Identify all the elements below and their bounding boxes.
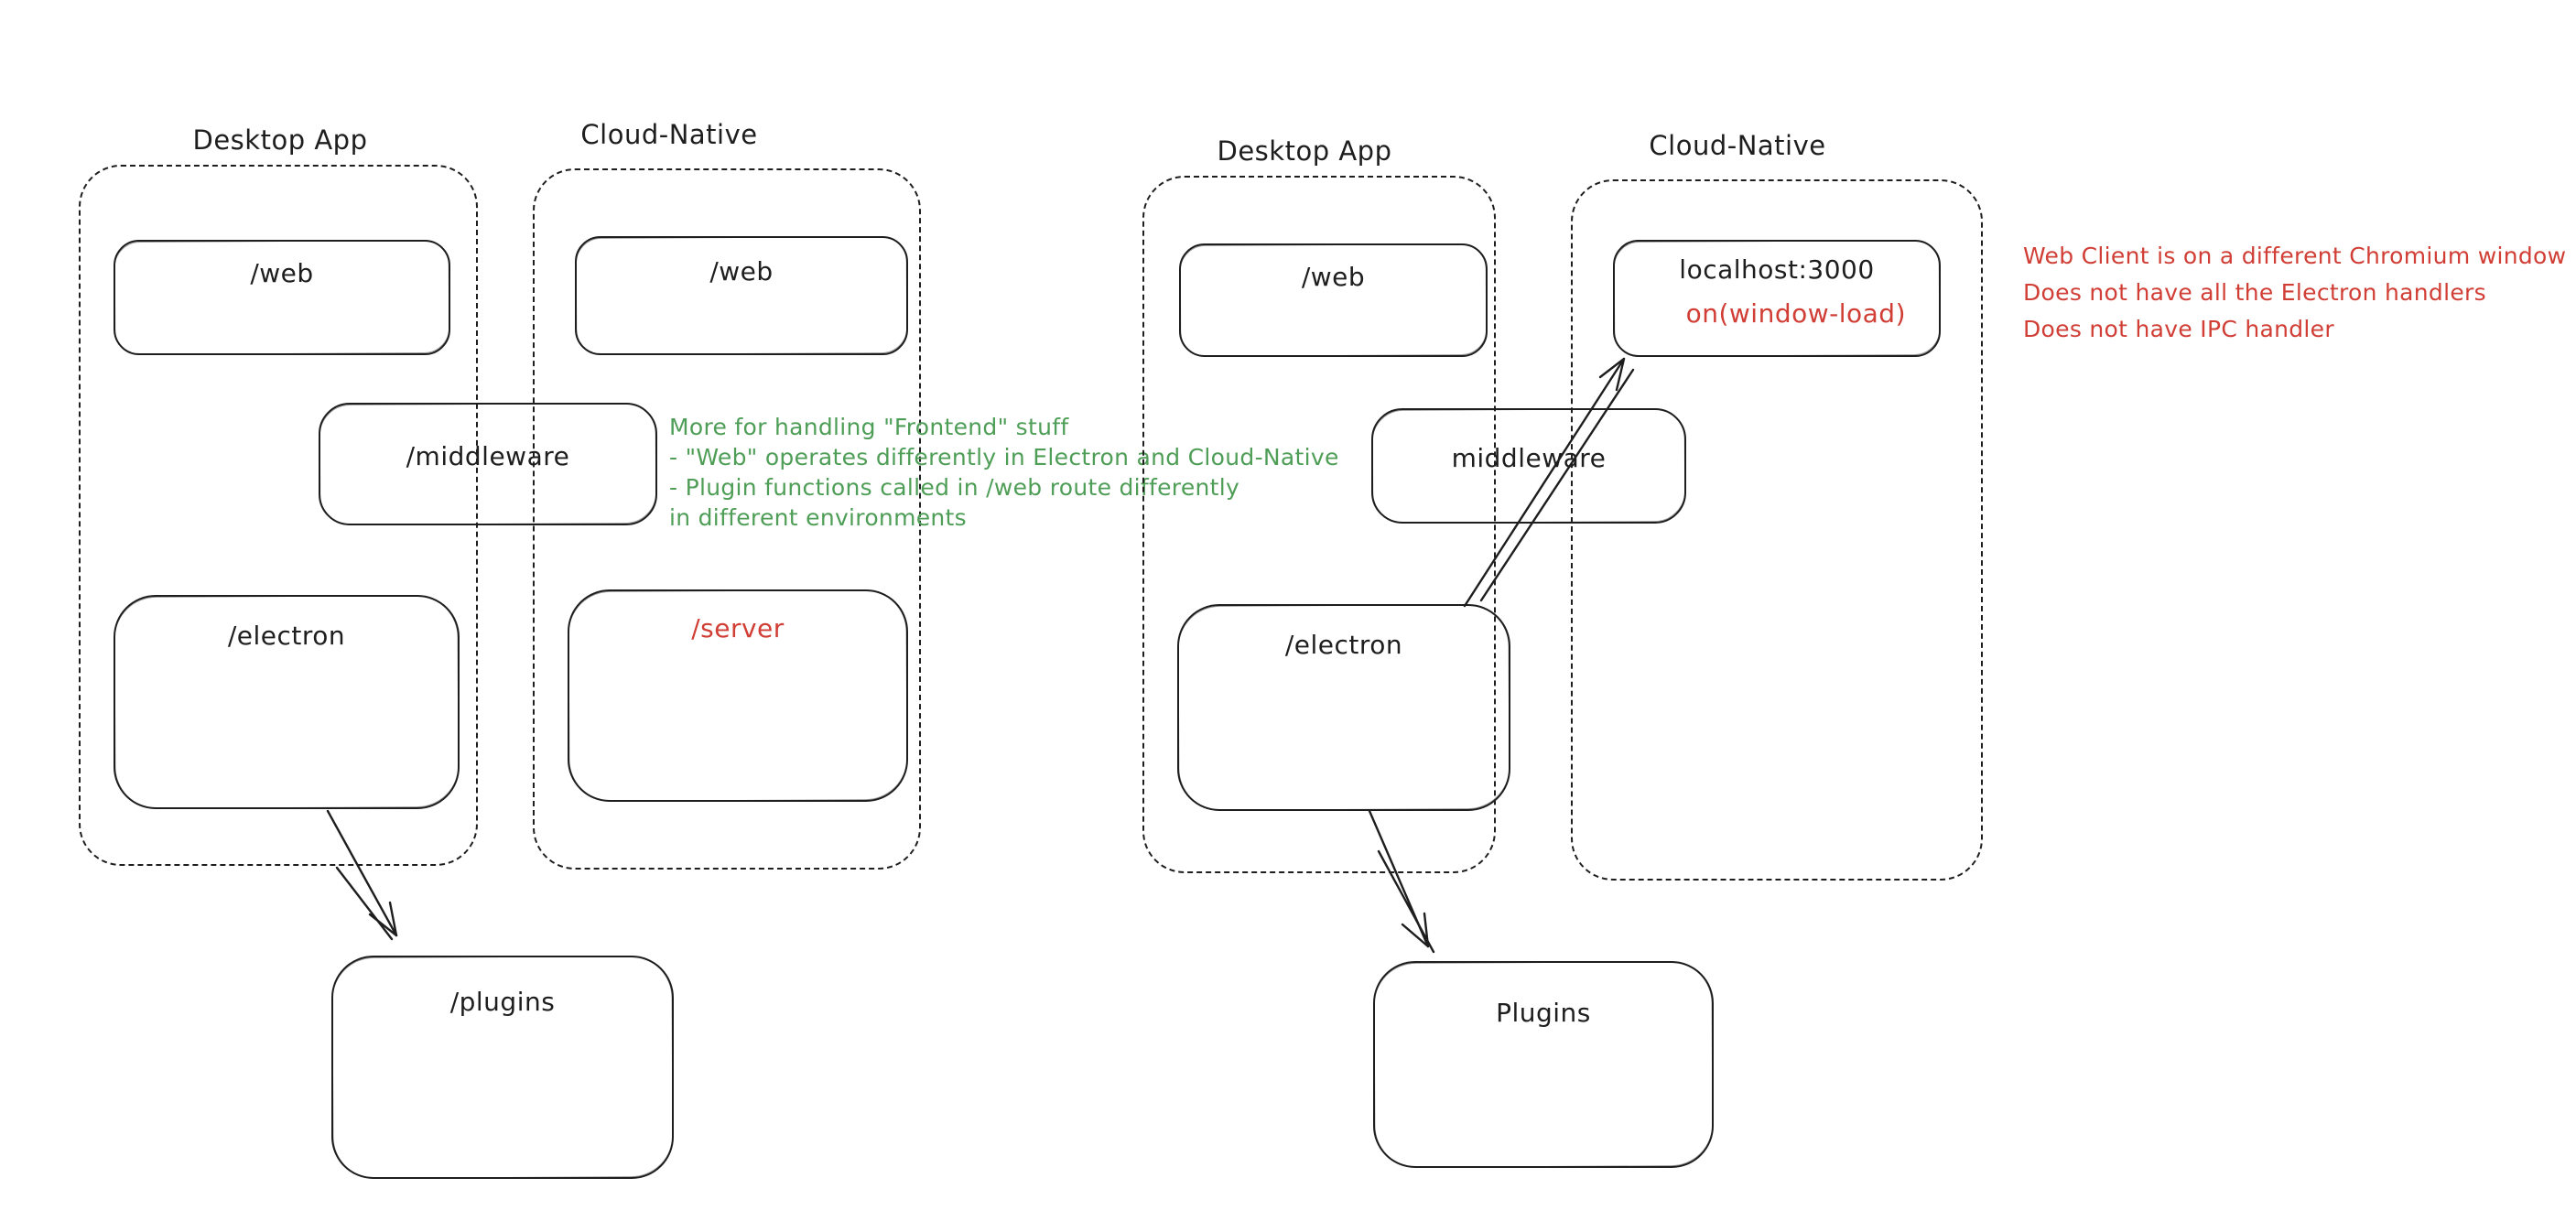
green-annotation-line-4: in different environments — [669, 504, 967, 531]
right-middleware-label: middleware — [1451, 443, 1607, 473]
red-annotation-line-2: Does not have all the Electron handlers — [2023, 279, 2486, 306]
right-desktop-web-label: /web — [1301, 262, 1366, 292]
left-middleware-box: /middleware — [319, 403, 657, 525]
left-server-label: /server — [691, 613, 785, 643]
red-annotation: Web Client is on a different Chromium wi… — [2023, 238, 2566, 348]
green-annotation-line-2: - "Web" operates differently in Electron… — [669, 444, 1339, 470]
left-plugins-label: /plugins — [449, 987, 556, 1017]
right-localhost-label: localhost:3000 — [1679, 254, 1875, 285]
left-desktop-app-label: Desktop App — [192, 124, 368, 156]
right-plugins-label: Plugins — [1496, 998, 1591, 1028]
right-desktop-web-box: /web — [1179, 243, 1488, 357]
left-desktop-web-box: /web — [114, 240, 450, 355]
right-middleware-box: middleware — [1371, 408, 1686, 524]
red-annotation-line-1: Web Client is on a different Chromium wi… — [2023, 243, 2567, 269]
left-electron-box: /electron — [114, 595, 460, 809]
red-annotation-line-3: Does not have IPC handler — [2023, 316, 2334, 342]
right-electron-label: /electron — [1284, 630, 1403, 660]
arrow-electron-to-plugins-right-head — [1401, 912, 1430, 948]
right-plugins-box: Plugins — [1373, 961, 1714, 1168]
arrow-electron-to-plugins-left-sketch — [335, 866, 394, 941]
right-localhost-box: localhost:3000 on(window-load) — [1613, 240, 1941, 357]
green-annotation-line-1: More for handling "Frontend" stuff — [669, 414, 1069, 440]
left-electron-label: /electron — [227, 621, 346, 651]
left-desktop-web-label: /web — [250, 258, 314, 288]
left-plugins-box: /plugins — [331, 956, 674, 1179]
left-cloud-web-box: /web — [575, 236, 908, 355]
right-electron-box: /electron — [1177, 604, 1510, 811]
left-middleware-label: /middleware — [406, 441, 570, 471]
right-cloud-native-label: Cloud-Native — [1649, 130, 1826, 161]
left-cloud-web-label: /web — [709, 256, 774, 286]
arrow-electron-to-plugins-left-head — [368, 901, 398, 937]
right-window-load-label: on(window-load) — [1685, 298, 1906, 329]
left-server-box: /server — [568, 589, 908, 802]
right-desktop-app-label: Desktop App — [1217, 135, 1392, 167]
left-cloud-native-label: Cloud-Native — [580, 119, 758, 150]
